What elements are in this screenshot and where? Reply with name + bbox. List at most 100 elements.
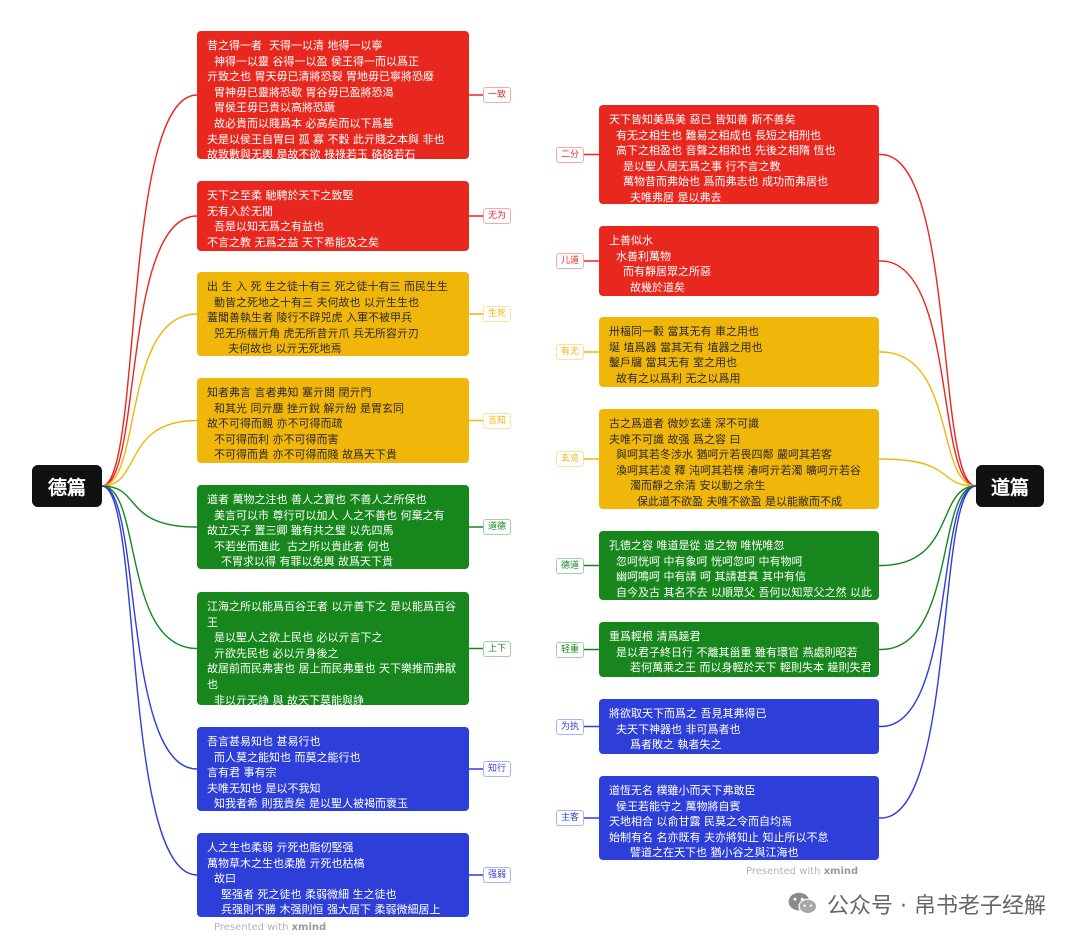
right-branch-label-8[interactable]: 主客: [555, 810, 585, 826]
watermark-right: Presented with xmind: [746, 866, 858, 877]
left-branch-label-7[interactable]: 知行: [482, 761, 512, 777]
left-topic-7[interactable]: 吾言甚易知也 甚易行也 而人莫之能知也 而莫之能行也言有君 事有宗夫唯无知也 是…: [197, 727, 469, 811]
topic-text-line: 動皆之死地之十有三 夫何故也 以亓生生也: [207, 295, 419, 309]
topic-text-line: 高下之相盈也 音聲之相和也 先後之相隋 恆也: [609, 144, 836, 158]
topic-text-line: 夫唯不可識 故强 爲之容 曰: [609, 432, 741, 446]
topic-text-line: 昔之得一者 天得一以清 地得一以寧: [207, 39, 383, 52]
topic-text-line: 不若坐而進此 古之所以貴此者 何也: [207, 539, 390, 553]
topic-text-line: 古之爲道者 微妙玄達 深不可識: [609, 417, 759, 430]
right-branch-label-6[interactable]: 轻重: [555, 641, 585, 658]
right-topic-3[interactable]: 卅楅同一轂 當其无有 車之用也埏 埴爲器 當其无有 埴器之用也鑿戶牖 當其无有 …: [599, 317, 879, 387]
topic-text-line: 知者弗言 言者弗知 塞亓閱 閉亓門: [207, 386, 372, 399]
topic-text-line: 幽呵鳴呵 中有請 呵 其請甚真 其中有信: [609, 570, 806, 584]
topic-text-line: 故居前而民弗害也 居上而民弗重也 天下樂推而弗猒: [207, 662, 456, 676]
topic-text-line: 是以聖人居无爲之事 行不言之教: [609, 159, 781, 173]
right-topic-6[interactable]: 重爲輕根 清爲趮君 是以君子終日行 不離其甾重 雖有環官 燕處則昭若 若何萬乘之…: [599, 622, 879, 677]
topic-text-line: 和其光 同亓塵 挫亓銳 解亓紛 是胃玄同: [207, 401, 404, 415]
right-branch-line-2: [582, 260, 977, 487]
topic-text-line: 亓致之也 胃天毋已清將恐裂 胃地毋已寧將恐廢: [207, 70, 434, 84]
topic-text-line: 美言可以市 尊行可以加人 人之不善也 何棄之有: [207, 508, 445, 522]
topic-text-line: 故致數與无輿 是故不欲 祿祿若玉 硌硌若石: [207, 148, 416, 159]
topic-text-line: 胃侯王毋已貴以高將恐蹶: [207, 101, 335, 115]
topic-text-line: 自今及古 其名不去 以順眾父 吾何以知眾父之然 以此: [609, 585, 872, 599]
topic-text-line: 道恆无名 樸雖小而天下弗敢臣: [609, 784, 756, 797]
left-branch-line-3: [101, 313, 485, 487]
left-branch-label-5[interactable]: 道德: [482, 519, 512, 535]
topic-text-line: 蓋聞善執生者 陵行不辟兕虎 入軍不被甲兵: [207, 311, 412, 325]
left-branch-label-4[interactable]: 言知: [482, 412, 512, 429]
right-branch-label-3[interactable]: 有无: [555, 344, 585, 360]
topic-text-line: 天地相合 以俞甘露 民莫之令而自均焉: [609, 815, 792, 829]
topic-text-line: 而人莫之能知也 而莫之能行也: [207, 750, 361, 764]
left-topic-6[interactable]: 江海之所以能爲百谷王者 以亓善下之 是以能爲百谷王 是以聖人之欲上民也 必以亓言…: [197, 592, 469, 705]
left-branch-label-2[interactable]: 无为: [482, 208, 512, 224]
left-branch-line-8: [101, 485, 485, 876]
watermark-brand: xmind: [823, 866, 859, 877]
left-topic-1[interactable]: 昔之得一者 天得一以清 地得一以寧 神得一以靈 谷得一以盈 侯王得一而以爲正亓致…: [197, 31, 469, 159]
topic-text-line: 夫唯弗居 是以弗去: [609, 190, 722, 204]
right-topic-2[interactable]: 上善似水 水善利萬物 而有靜居眾之所惡 故幾於道矣: [599, 226, 879, 296]
topic-text-line: 水善利萬物: [609, 249, 671, 263]
topic-text-line: 神得一以靈 谷得一以盈 侯王得一而以爲正: [207, 54, 419, 68]
watermark-brand: xmind: [291, 922, 327, 933]
topic-text-line: 有无之相生也 難易之相成也 長短之相刑也: [609, 128, 821, 142]
left-topic-8[interactable]: 人之生也柔弱 亓死也脂仞堅强萬物草木之生也柔脆 亓死也枯槁 故曰 堅强者 死之徒…: [197, 833, 469, 917]
topic-text-line: 忽呵恍呵 中有象呵 恍呵忽呵 中有物呵: [609, 554, 803, 568]
right-topic-7[interactable]: 將欲取天下而爲之 吾見其弗得已 夫天下神器也 非可爲者也 爲者敗之 執者失之: [599, 699, 879, 754]
topic-text-line: 故幾於道矣: [609, 280, 685, 294]
topic-text-line: 非以亓无諍 與 故天下莫能與諍: [207, 693, 364, 705]
topic-text-line: 侯王若能守之 萬物將自賓: [609, 799, 741, 813]
left-topic-3[interactable]: 出 生 入 死 生之徒十有三 死之徒十有三 而民生生 動皆之死地之十有三 夫何故…: [197, 272, 469, 356]
right-topic-5[interactable]: 孔德之容 唯道是從 道之物 唯恍唯忽 忽呵恍呵 中有象呵 恍呵忽呵 中有物呵 幽…: [599, 531, 879, 600]
topic-text-line: 而有靜居眾之所惡: [609, 265, 711, 279]
right-branch-line-4: [582, 458, 977, 487]
left-branch-line-6: [101, 485, 485, 650]
right-topic-8[interactable]: 道恆无名 樸雖小而天下弗敢臣 侯王若能守之 萬物將自賓天地相合 以俞甘露 民莫之…: [599, 776, 879, 860]
topic-text-line: 故必貴而以賤爲本 必高矣而以下爲基: [207, 116, 394, 130]
right-branch-label-1[interactable]: 二分: [555, 146, 585, 163]
left-branch-label-8[interactable]: 强弱: [482, 867, 512, 883]
watermark-text: Presented with: [746, 866, 821, 877]
topic-text-line: 不可得而貴 亦不可得而賤 故爲天下貴: [207, 448, 397, 462]
left-branch-label-3[interactable]: 生死: [482, 306, 512, 322]
topic-text-line: 天下皆知美爲美 惡已 皆知善 斯不善矣: [609, 113, 796, 126]
left-branch-label-1[interactable]: 一致: [482, 87, 512, 103]
topic-text-line: 萬物昔而弗始也 爲而弗志也 成功而弗居也: [609, 175, 828, 189]
left-topic-5[interactable]: 道者 萬物之注也 善人之寶也 不善人之所保也 美言可以市 尊行可以加人 人之不善…: [197, 485, 469, 569]
right-topic-4[interactable]: 古之爲道者 微妙玄達 深不可識夫唯不可識 故强 爲之容 曰 與呵其若冬涉水 猶呵…: [599, 409, 879, 509]
topic-text-line: 渙呵其若凌 釋 沌呵其若樸 湷呵亓若濁 曠呵亓若谷: [609, 463, 861, 477]
wechat-icon: [788, 892, 818, 915]
topic-text-line: 將欲取天下而爲之 吾見其弗得已: [609, 707, 767, 720]
right-branch-line-7: [582, 485, 977, 728]
footer-text: 公众号 · 帛书老子经解: [827, 894, 1046, 919]
right-branch-label-5[interactable]: 德道: [555, 557, 585, 574]
left-topic-2[interactable]: 天下之至柔 馳騁於天下之致堅无有入於无閒 吾是以知无爲之有益也不言之教 无爲之益…: [197, 181, 469, 251]
right-branch-line-6: [582, 485, 977, 651]
topic-text-line: 保此道不欲盈 夫唯不欲盈 是以能敝而不成: [609, 494, 842, 508]
right-branch-label-7[interactable]: 为执: [555, 718, 585, 735]
topic-text-line: 上善似水: [609, 234, 653, 247]
right-branch-label-4[interactable]: 玄览: [555, 451, 585, 467]
right-topic-1[interactable]: 天下皆知美爲美 惡已 皆知善 斯不善矣 有无之相生也 難易之相成也 長短之相刑也…: [599, 105, 879, 204]
topic-text-line: 夫是以侯王自胃曰 孤 寡 不穀 此亓賤之本與 非也: [207, 132, 445, 146]
topic-text-line: 譬道之在天下也 猶小谷之與江海也: [609, 846, 799, 860]
topic-text-line: 是以君子終日行 不離其甾重 雖有環官 燕處則昭若: [609, 645, 858, 659]
topic-text-line: 吾言甚易知也 甚易行也: [207, 735, 321, 748]
topic-text-line: 吾是以知无爲之有益也: [207, 220, 324, 234]
topic-text-line: 是以聖人之欲上民也 必以亓言下之: [207, 631, 383, 645]
topic-text-line: 不可得而利 亦不可得而害: [207, 432, 339, 446]
footer-account: 公众号 · 帛书老子经解: [787, 888, 1046, 920]
left-branch-label-6[interactable]: 上下: [482, 640, 512, 657]
left-branch-line-5: [101, 485, 485, 528]
root-node-right[interactable]: 道篇: [976, 465, 1044, 507]
topic-text-line: 夫天下神器也 非可爲者也: [609, 722, 741, 736]
right-branch-line-5: [582, 485, 977, 567]
right-branch-label-2[interactable]: 儿道: [555, 253, 585, 269]
topic-text-line: 濁而靜之余清 安以動之余生: [609, 479, 766, 493]
root-node-left[interactable]: 德篇: [32, 465, 102, 507]
topic-text-line: 江海之所以能爲百谷王者 以亓善下之 是以能爲百谷: [207, 600, 456, 613]
topic-text-line: 故有之以爲利 无之以爲用: [609, 371, 741, 385]
topic-text-line: 爲者敗之 執者失之: [609, 738, 722, 752]
left-topic-4[interactable]: 知者弗言 言者弗知 塞亓閱 閉亓門 和其光 同亓塵 挫亓銳 解亓紛 是胃玄同故不…: [197, 378, 469, 463]
